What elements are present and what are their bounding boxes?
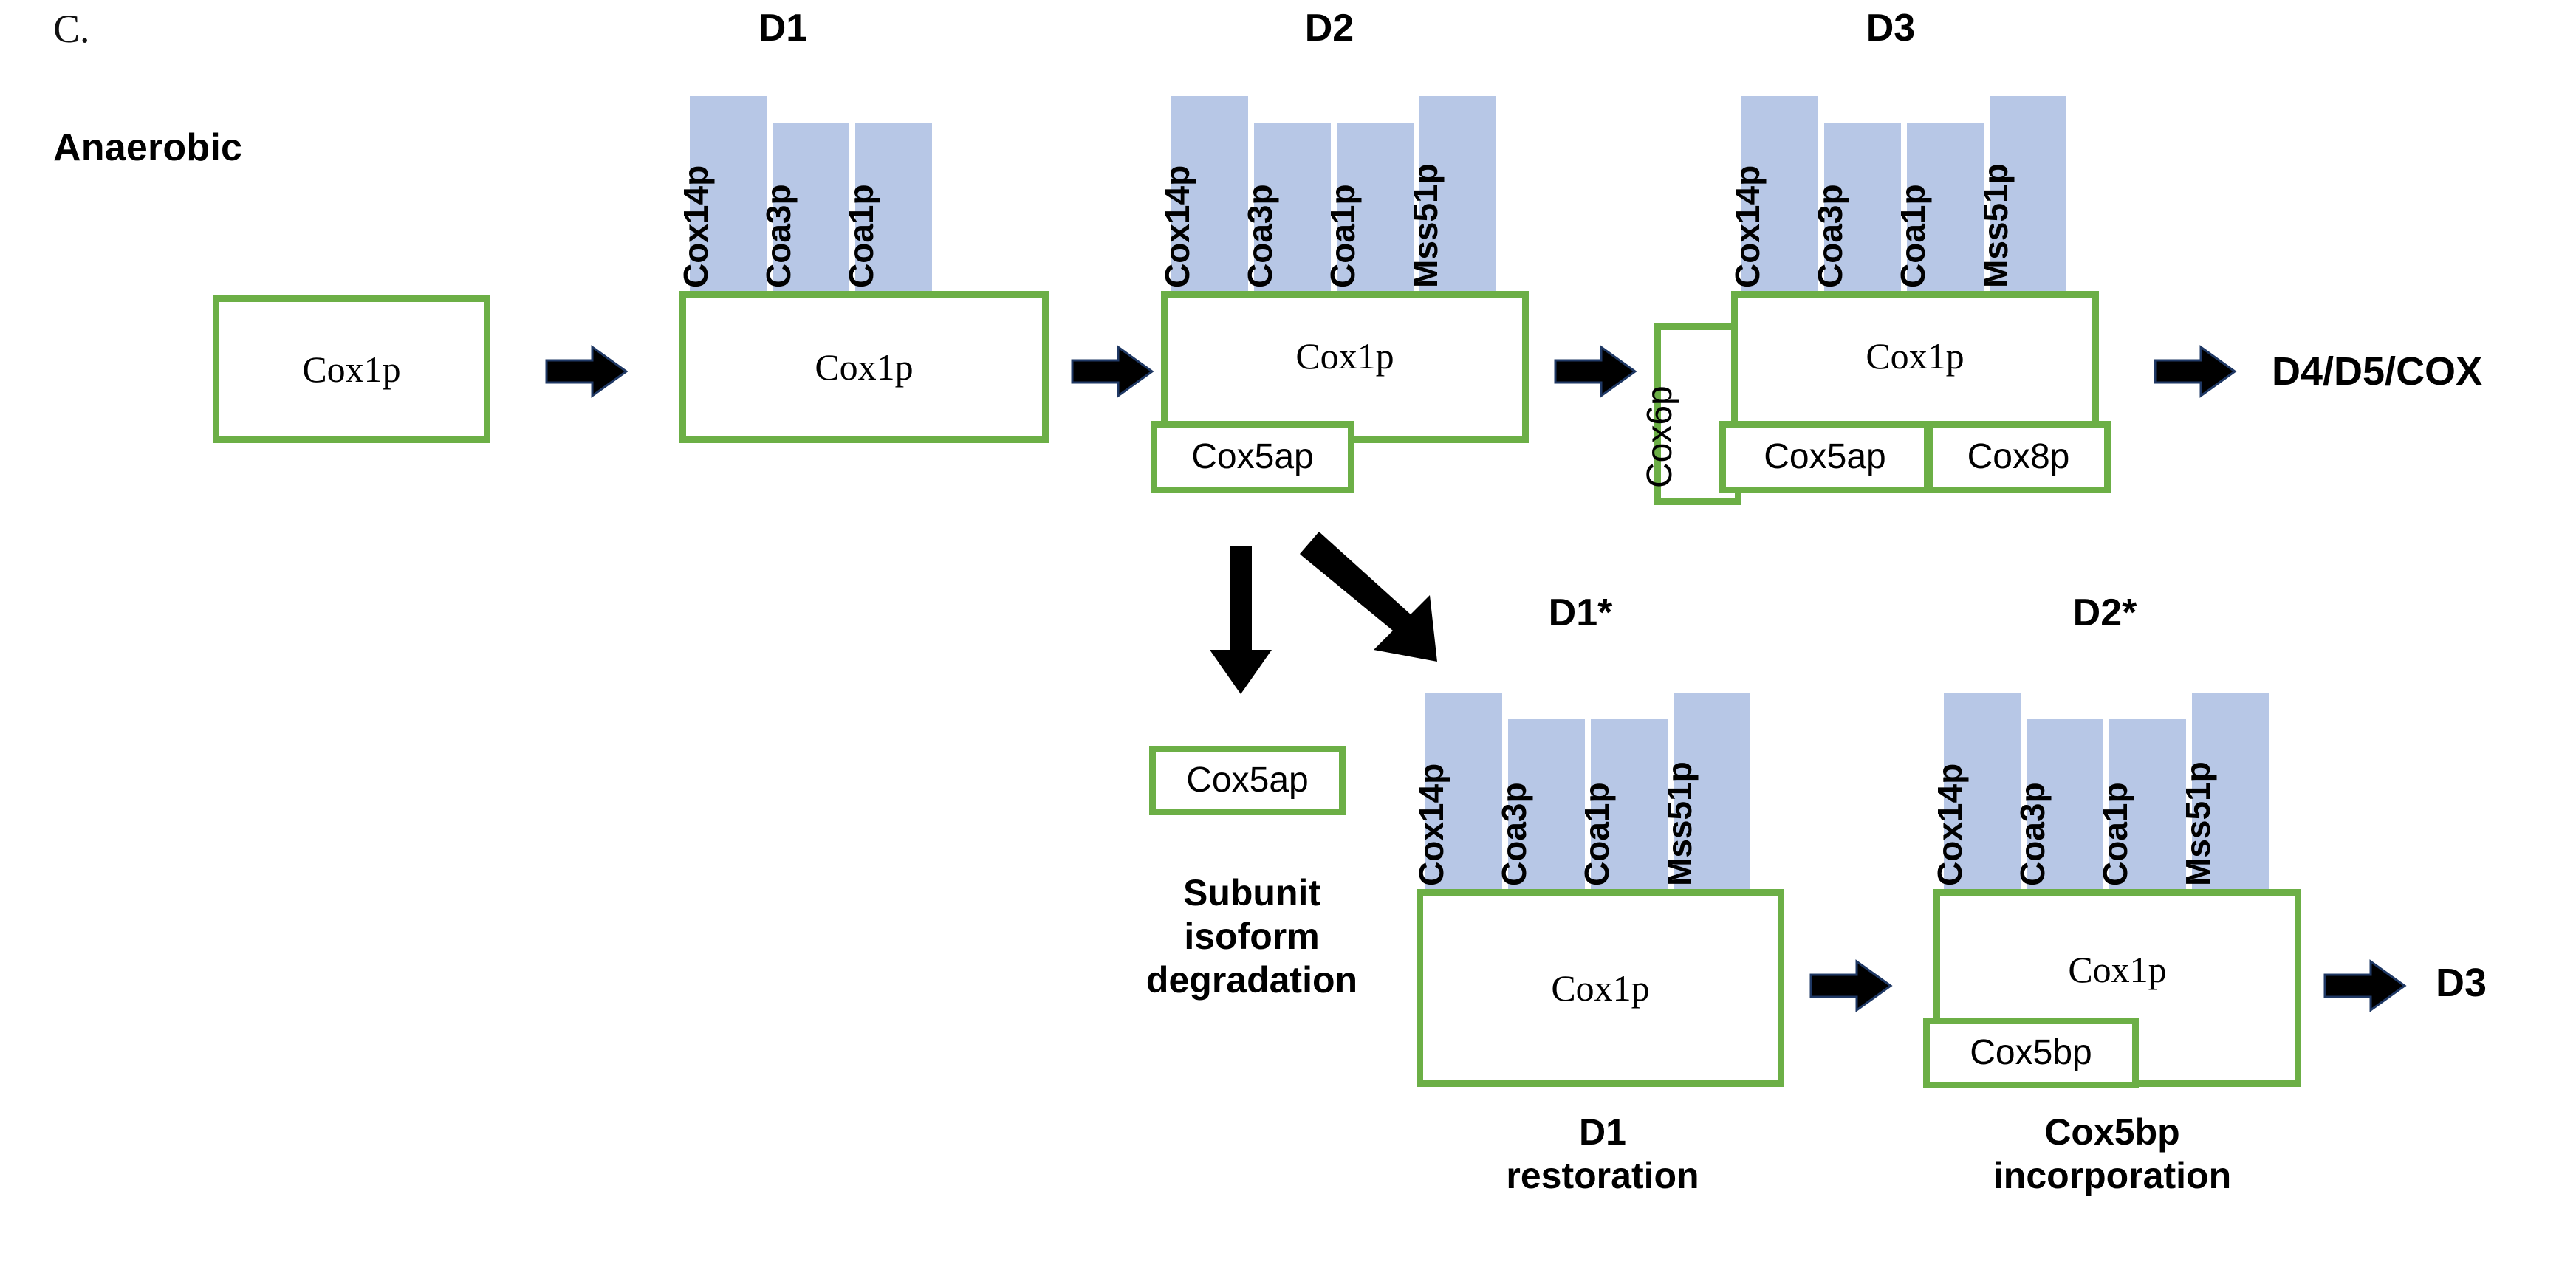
cox1p-box-d1-star: Cox1p (1417, 889, 1784, 1087)
arrow-right-icon-5 (1809, 959, 1893, 1012)
arrow-right-icon-6 (2323, 959, 2407, 1012)
tab-label: Cox14p (1158, 165, 1196, 288)
cox1p-label: Cox1p (1866, 335, 1964, 377)
stage-label-d3: D3 (1866, 7, 1916, 49)
tab-label: Mss51p (1660, 761, 1699, 886)
cox1p-box-d2: Cox1p (1161, 291, 1529, 443)
tab-label: Coa3p (1811, 184, 1849, 288)
cox6p-label: Cox6p (1640, 385, 1679, 488)
endpoint-label-d3: D3 (2436, 961, 2487, 1005)
degradation-caption: Subunit isoform degradation (1078, 871, 1425, 1002)
cox5ap-label: Cox5ap (1186, 761, 1309, 800)
arrow-diagonal-icon (1300, 532, 1455, 672)
tab-cox14p-d1: Cox14p (676, 96, 767, 295)
cox5bp-incorporation-caption: Cox5bp incorporation (1920, 1111, 2304, 1198)
tab-coa1p-d1: Coa1p (842, 123, 932, 295)
tab-mss51p-d1-star: Mss51p (1660, 693, 1750, 893)
tab-label: Mss51p (1406, 163, 1445, 288)
caption-line: degradation (1145, 959, 1358, 1001)
tab-cox14p-d2: Cox14p (1158, 96, 1248, 295)
tab-cox14p-d1-star: Cox14p (1412, 693, 1502, 893)
tab-coa1p-d2: Coa1p (1323, 123, 1414, 295)
cox5ap-box-d2: Cox5ap (1151, 421, 1354, 493)
tab-label: Mss51p (1976, 163, 2015, 288)
stage-label-d1: D1 (758, 7, 808, 49)
tab-label: Coa3p (759, 184, 798, 288)
cox5ap-label: Cox5ap (1191, 437, 1314, 476)
tab-coa1p-d3: Coa1p (1894, 123, 1984, 295)
tab-label: Mss51p (2179, 761, 2217, 886)
tab-label: Coa3p (1495, 782, 1533, 886)
cox5ap-box-released: Cox5ap (1149, 746, 1346, 815)
arrow-down-icon (1210, 546, 1272, 694)
tab-coa3p-d2-star: Coa3p (2013, 719, 2103, 893)
tab-mss51p-d2: Mss51p (1406, 96, 1496, 295)
cox8p-box-d3: Cox8p (1926, 421, 2111, 493)
caption-line: D1 (1579, 1111, 1626, 1153)
tab-label: Cox14p (1728, 165, 1767, 288)
cox1p-box-d1: Cox1p (679, 291, 1049, 443)
cox5ap-box-d3: Cox5ap (1719, 421, 1931, 493)
stage-label-d2: D2 (1304, 7, 1354, 49)
tab-coa3p-d2: Coa3p (1241, 123, 1331, 295)
arrow-right-icon-4 (2154, 345, 2237, 398)
tab-cox14p-d2-star: Cox14p (1931, 693, 2021, 893)
tab-label: Coa3p (1241, 184, 1279, 288)
caption-line: restoration (1506, 1155, 1699, 1196)
cox5bp-label: Cox5bp (1970, 1033, 2092, 1072)
tab-mss51p-d3: Mss51p (1976, 96, 2066, 295)
arrow-right-icon-3 (1554, 345, 1637, 398)
panel-letter: C. (53, 7, 90, 51)
tab-label: Cox14p (1412, 763, 1450, 886)
tab-label: Cox14p (676, 165, 715, 288)
cox8p-label: Cox8p (1967, 437, 2070, 476)
cox1p-label: Cox1p (302, 349, 401, 390)
cox1p-box-initial: Cox1p (213, 295, 490, 443)
d1-restoration-caption: D1 restoration (1418, 1111, 1787, 1198)
cox5bp-box-d2-star: Cox5bp (1923, 1018, 2139, 1088)
tab-label: Coa1p (1894, 184, 1932, 288)
tab-label: Cox14p (1931, 763, 1969, 886)
cox1p-label: Cox1p (1551, 967, 1650, 1009)
cox1p-label: Cox1p (815, 346, 914, 388)
tab-label: Coa1p (1578, 782, 1616, 886)
tab-label: Coa3p (2013, 782, 2052, 886)
tab-label: Coa1p (842, 184, 880, 288)
caption-line: Subunit (1182, 872, 1321, 913)
cox1p-box-d3: Cox1p (1731, 291, 2099, 443)
tab-coa1p-d2-star: Coa1p (2096, 719, 2186, 893)
tab-coa3p-d1-star: Coa3p (1495, 719, 1585, 893)
cox1p-label: Cox1p (2068, 949, 2167, 990)
tab-cox14p-d3: Cox14p (1728, 96, 1818, 295)
tab-label: Coa1p (1323, 184, 1362, 288)
endpoint-label-d4d5cox: D4/D5/COX (2272, 349, 2483, 394)
condition-label: Anaerobic (53, 126, 243, 169)
tab-coa1p-d1-star: Coa1p (1578, 719, 1668, 893)
stage-label-d2-star: D2* (2072, 591, 2137, 634)
cox5ap-label: Cox5ap (1764, 437, 1886, 476)
caption-line: incorporation (1993, 1155, 2232, 1196)
tab-mss51p-d2-star: Mss51p (2179, 693, 2269, 893)
arrow-right-icon-1 (545, 345, 628, 398)
caption-line: isoform (1184, 916, 1320, 957)
tab-label: Coa1p (2096, 782, 2134, 886)
cox1p-label: Cox1p (1295, 335, 1394, 377)
arrow-right-icon-2 (1071, 345, 1154, 398)
tab-coa3p-d3: Coa3p (1811, 123, 1901, 295)
caption-line: Cox5bp (2044, 1111, 2180, 1153)
stage-label-d1-star: D1* (1548, 591, 1613, 634)
tab-coa3p-d1: Coa3p (759, 123, 849, 295)
